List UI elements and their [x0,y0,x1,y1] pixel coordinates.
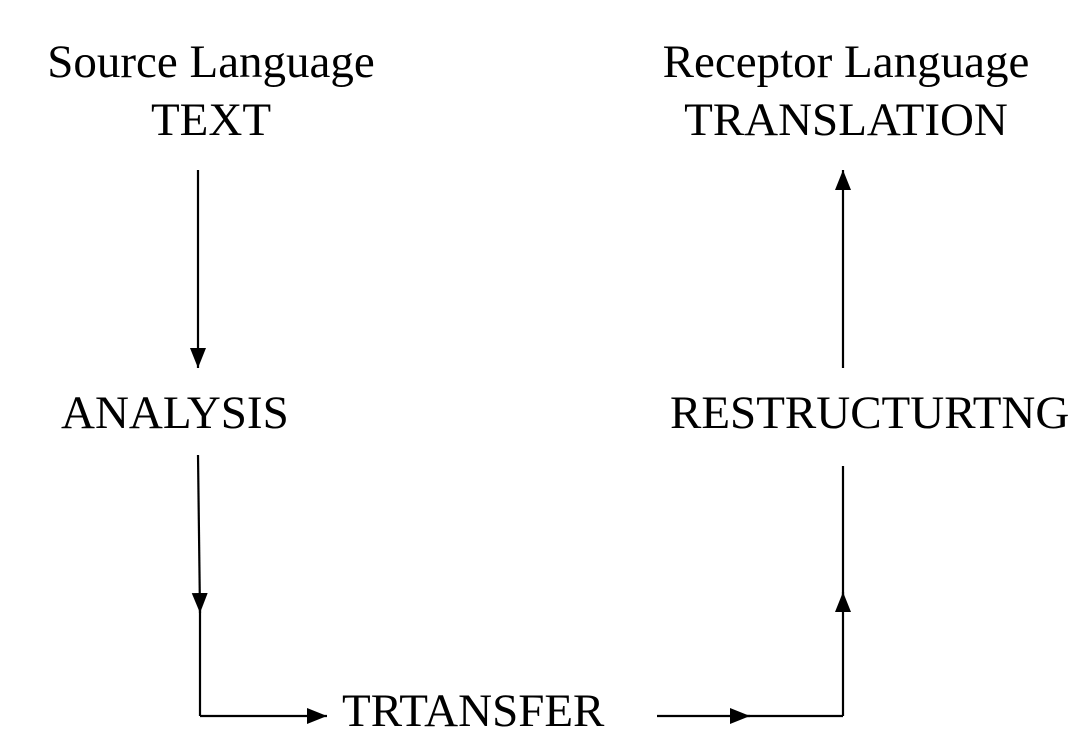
analysis-node: ANALYSIS [61,387,289,439]
receptor-translation-label: TRANSLATION [684,94,1008,146]
source-text-label: TEXT [150,94,272,146]
receptor-language-label: Receptor Language [662,36,1030,88]
source-language-node: Source Language TEXT [20,33,402,149]
restructuring-node: RESTRUCTURTNG [670,387,1070,439]
receptor-language-node: Receptor Language TRANSLATION [640,33,1052,149]
arrow-analysis-down [191,454,208,614]
source-language-label: Source Language [47,36,375,88]
transfer-node: TRTANSFER [342,685,605,737]
